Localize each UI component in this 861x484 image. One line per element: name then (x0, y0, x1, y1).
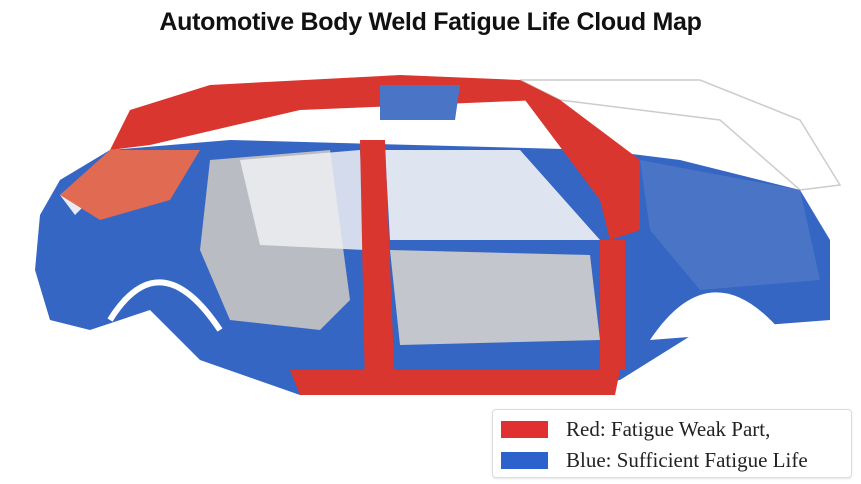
legend-swatch-blue (501, 452, 548, 469)
a-pillar (525, 100, 640, 240)
b-pillar (360, 140, 395, 390)
legend-item-sufficient: Blue: Sufficient Fatigue Life (501, 448, 808, 473)
front-pillar-lower (600, 240, 625, 370)
rear-quarter (60, 150, 200, 220)
legend: Red: Fatigue Weak Part, Blue: Sufficient… (492, 409, 852, 478)
page-title: Automotive Body Weld Fatigue Life Cloud … (159, 8, 702, 36)
legend-item-weak: Red: Fatigue Weak Part, (501, 417, 770, 442)
rocker-sill (290, 370, 620, 395)
sunroof-frame (380, 85, 460, 120)
roof (110, 75, 640, 160)
legend-swatch-red (501, 421, 548, 438)
front-door-window (385, 150, 600, 240)
front-wheel-arch (650, 292, 780, 340)
front-engine-bay (640, 160, 820, 290)
hood-outline (519, 79, 842, 191)
rear-wheel-arch (107, 279, 223, 332)
legend-label-sufficient: Blue: Sufficient Fatigue Life (566, 448, 808, 472)
floor-interior (390, 250, 600, 345)
rear-door-window (240, 150, 365, 250)
legend-label-weak: Red: Fatigue Weak Part, (566, 417, 771, 441)
